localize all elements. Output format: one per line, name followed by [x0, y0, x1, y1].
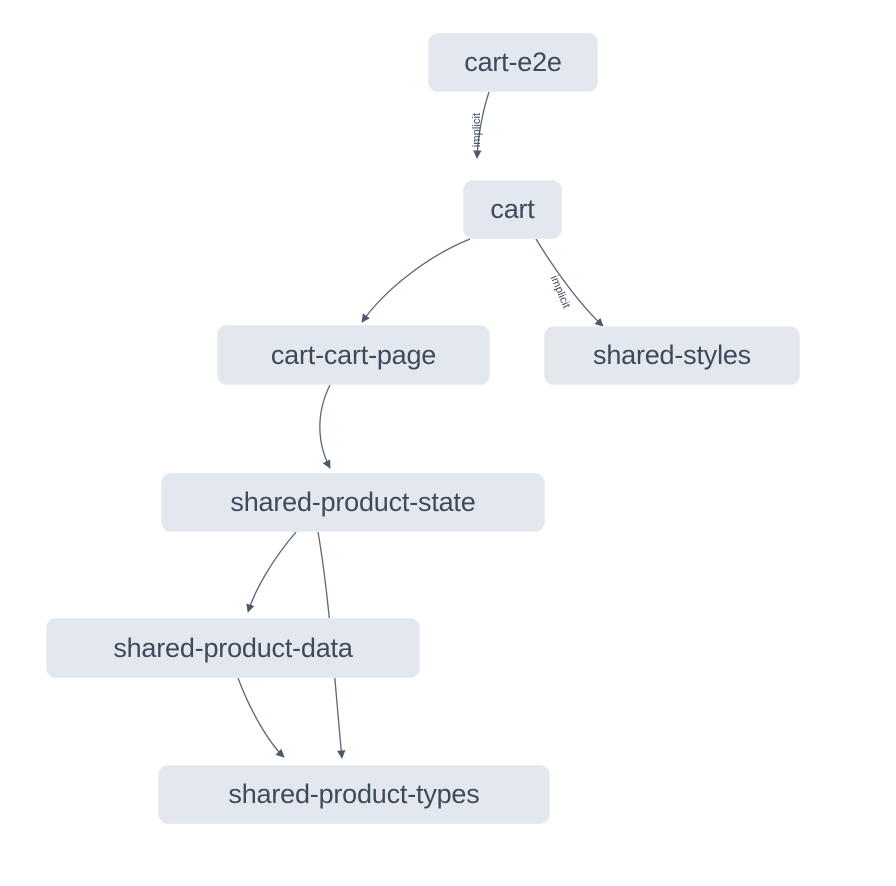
edge-cart-to-cart-cart-page	[361, 238, 471, 323]
graph-node-label: shared-product-state	[230, 487, 476, 517]
edge-label-cart-e2e-to-cart: implicit	[471, 112, 483, 148]
edge-shared-product-data-to-shared-product-types	[237, 677, 285, 758]
graph-node-label: shared-styles	[593, 340, 751, 370]
edge-shared-product-state-to-shared-product-data	[246, 531, 297, 613]
graph-node-shared-product-data[interactable]: shared-product-data	[46, 618, 420, 678]
graph-node-label: cart-cart-page	[270, 339, 437, 370]
graph-node-cart-cart-page[interactable]: cart-cart-page	[217, 325, 490, 385]
graph-node-shared-product-types[interactable]: shared-product-types	[158, 765, 550, 824]
graph-node-cart-e2e[interactable]: cart-e2e	[428, 33, 598, 92]
graph-node-shared-styles[interactable]: shared-styles	[544, 326, 800, 385]
graph-node-label: cart	[490, 194, 535, 224]
graph-node-label: shared-product-types	[228, 779, 480, 809]
graph-node-label: cart-e2e	[464, 47, 562, 77]
graph-node-shared-product-state[interactable]: shared-product-state	[161, 473, 545, 532]
graph-node-cart[interactable]: cart	[463, 180, 562, 239]
edge-cart-to-shared-styles	[535, 238, 604, 327]
edge-label-cart-to-shared-styles: implicit	[547, 273, 573, 311]
graph-node-label: shared-product-data	[113, 632, 353, 663]
edge-cart-cart-page-to-shared-product-state	[319, 384, 331, 469]
